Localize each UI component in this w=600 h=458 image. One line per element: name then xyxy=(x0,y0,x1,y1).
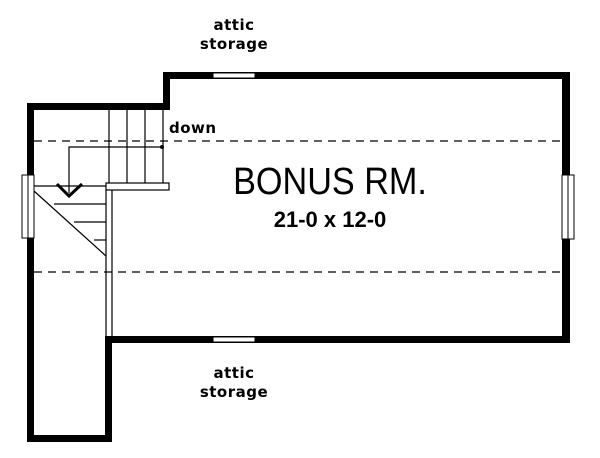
room-dimensions: 21-0 x 12-0 xyxy=(273,207,387,232)
label-line: storage xyxy=(199,35,269,53)
room-name: BONUS RM. xyxy=(233,161,427,203)
label-line: attic xyxy=(213,16,255,34)
attic-storage-label-top: attic storage xyxy=(194,16,274,54)
window-bottom xyxy=(212,336,256,343)
attic-storage-label-bottom: attic storage xyxy=(194,364,274,402)
label-line: attic xyxy=(213,364,255,382)
stairs xyxy=(33,110,170,336)
window-top xyxy=(212,72,256,79)
window-left xyxy=(21,174,35,239)
stair-down-label: down xyxy=(169,119,217,137)
label-line: storage xyxy=(199,383,269,401)
window-right xyxy=(561,174,575,240)
stair-direction-arrow xyxy=(55,145,164,199)
